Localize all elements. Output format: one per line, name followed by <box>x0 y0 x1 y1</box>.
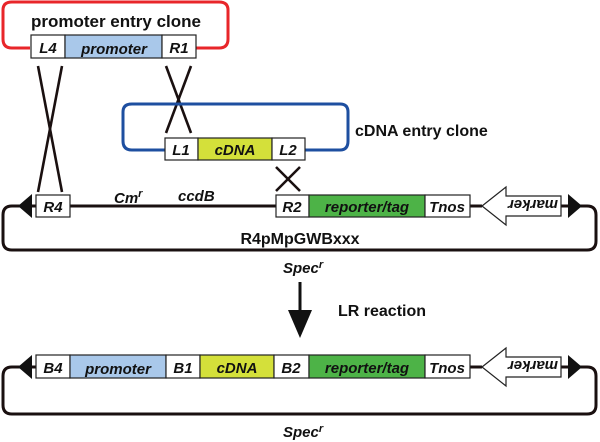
expression-backbone <box>1 365 598 416</box>
marker-arrow-icon-2 <box>481 346 562 388</box>
promoter-label-2: promoter <box>84 361 152 378</box>
site-R1-box <box>161 34 197 59</box>
site-L2-box <box>271 137 306 161</box>
tnos-label-2: Tnos <box>429 360 465 377</box>
lr-reaction: LR reaction <box>288 282 426 338</box>
site-R1-label: R1 <box>169 40 188 57</box>
site-R2-label: R2 <box>282 199 302 216</box>
site-R4-label: R4 <box>43 199 63 216</box>
site-B2-label: B2 <box>281 360 301 377</box>
site-L2-label: L2 <box>279 142 297 159</box>
cdna-entry-clone: cDNA entry clone L1 cDNA L2 <box>121 102 488 161</box>
marker-arrow-icon <box>481 185 562 227</box>
cdna-label: cDNA <box>215 142 256 159</box>
crossover-L2-R2 <box>275 166 301 192</box>
site-L4-label: L4 <box>39 40 57 57</box>
site-B4-label: B4 <box>43 360 63 377</box>
cdna-label-2: cDNA <box>217 360 258 377</box>
down-arrow-icon <box>288 310 312 338</box>
site-L1-label: L1 <box>172 142 190 159</box>
reporter-tag-label: reporter/tag <box>325 199 409 216</box>
promoter-clone-title: promoter entry clone <box>31 12 201 31</box>
site-R4-box <box>35 194 71 218</box>
site-B1-label: B1 <box>173 360 192 377</box>
cdna-clone-backbone <box>121 102 350 152</box>
promoter-clone-backbone <box>1 0 230 50</box>
reaction-label: LR reaction <box>338 303 426 320</box>
spec-resistance-label-2: Specr <box>283 423 324 441</box>
right-border-arrow-icon <box>568 194 582 218</box>
crossover-L4-R4 <box>36 65 64 193</box>
destination-backbone <box>1 204 598 252</box>
promoter-label: promoter <box>80 41 148 58</box>
marker-arrow: marker <box>481 185 562 227</box>
left-border-arrow-icon-2 <box>18 355 32 379</box>
vector-name: R4pMpGWBxxx <box>240 231 359 248</box>
crossover-R1-L1 <box>164 65 193 134</box>
cm-resistance-label: Cmr <box>114 188 143 207</box>
site-Tnos-box-2 <box>424 354 471 379</box>
destination-vector: R4 Cmr ccdB R2 reporter/tag Tnos marker … <box>1 185 598 277</box>
tnos-label: Tnos <box>429 199 465 216</box>
ccdb-label: ccdB <box>178 188 215 205</box>
reporter-tag-label-2: reporter/tag <box>325 360 409 377</box>
right-border-arrow-icon-2 <box>568 355 582 379</box>
cdna-clone-title: cDNA entry clone <box>355 123 488 140</box>
marker-label-2: marker <box>507 357 558 374</box>
promoter-entry-clone: promoter entry clone L4 promoter R1 <box>1 0 230 59</box>
marker-arrow-2: marker <box>481 346 562 388</box>
site-Tnos-box <box>424 194 471 218</box>
marker-label: marker <box>507 196 558 213</box>
left-border-arrow-icon <box>18 194 32 218</box>
spec-resistance-label: Specr <box>283 259 324 277</box>
expression-clone: B4 promoter B1 cDNA B2 reporter/tag Tnos… <box>1 346 598 441</box>
